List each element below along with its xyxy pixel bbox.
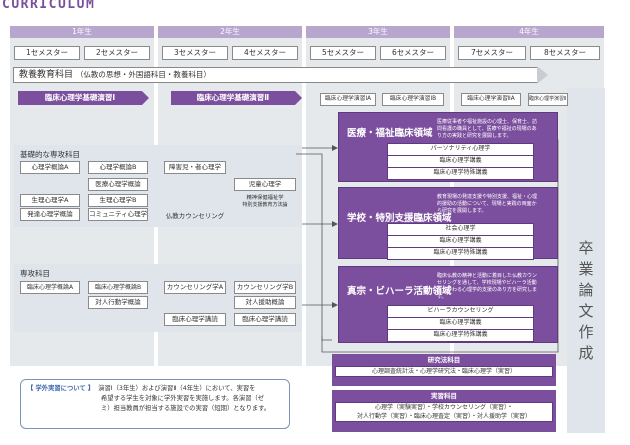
semester-3: 3セメスター (162, 46, 228, 60)
domain-2-course-3: 臨床心理学特殊講義 (387, 247, 534, 260)
year-header-1: 1年生 (10, 26, 154, 38)
course-child-psych: 児童心理学 (234, 178, 296, 191)
semester-4: 4セメスター (232, 46, 298, 60)
domain-3-course-3: 臨床心理学特殊講義 (387, 329, 534, 342)
course-physio-psych-a: 生理心理学A (20, 194, 80, 207)
seminar-1a: 臨床心理学演習ⅠA (320, 93, 376, 106)
note-label: 【 学外実習について 】 (27, 385, 95, 392)
domain-1-course-3: 臨床心理学特殊講義 (387, 167, 534, 180)
training-courses-line-1: 心理学（実験実習）・学校カウンセリング（実習）・ (374, 404, 513, 411)
training-courses: 心理学（実験実習）・学校カウンセリング（実習）・ 対人行動学（実習）・臨床心理査… (335, 402, 553, 422)
course-interpersonal-support: 対人援助概論 (234, 296, 296, 309)
course-dev-psych: 発達心理学概論 (20, 208, 80, 221)
external-practicum-note: 【 学外実習について 】 演習Ⅰ（3年生）および演習Ⅱ（4年生）において、実習を… (20, 379, 290, 429)
practicum-basic-2: 臨床心理学基礎演習Ⅱ (171, 91, 295, 105)
year-header-3: 3年生 (306, 26, 450, 38)
seminar-1b: 臨床心理学演習ⅠB (382, 93, 444, 106)
course-interpersonal-behavior: 対人行動学概論 (88, 296, 148, 309)
practicum-2-arrow-icon (295, 91, 302, 105)
semester-7: 7セメスター (458, 46, 526, 60)
domain-1-description: 医療従事者や福祉施設の心理士、保育士、訪問看護の職員として、医療や福祉の現場のあ… (437, 119, 538, 139)
practicum-basic-1: 臨床心理学基礎演習Ⅰ (18, 91, 142, 105)
course-clinical-reading-3: 臨床心理学講読 (164, 313, 226, 326)
course-physio-psych-b: 生理心理学B (88, 194, 148, 207)
course-clinical-reading-4: 臨床心理学講読 (234, 313, 296, 326)
domain-vihara: 真宗・ビハーラ活動領域 臨床仏教の精神と活動に着目した仏教カウンセリングを通して… (338, 266, 558, 343)
training-panel: 実習科目 心理学（実験実習）・学校カウンセリング（実習）・ 対人行動学（実習）・… (332, 390, 556, 432)
course-buddhist-counseling: 仏教カウンセリング (165, 212, 225, 220)
year-header-2: 2年生 (158, 26, 302, 38)
domain-2-title: 学校・特別支援臨床領域 (347, 213, 452, 224)
semester-5: 5セメスター (310, 46, 376, 60)
training-courses-line-2: 対人行動学（実習）・臨床心理査定（実習）・対人援助学（実習） (356, 413, 531, 420)
course-counseling-b: カウンセリング学B (234, 281, 296, 294)
domain-medical-welfare: 医療・福祉臨床領域 医療従事者や福祉施設の心理士、保育士、訪問看護の職員として、… (338, 112, 558, 182)
semester-6: 6セメスター (380, 46, 446, 60)
course-disability-psych: 障害児・者心理学 (164, 161, 226, 174)
thesis-label: 卒業論文作成 (578, 239, 594, 362)
course-community-psych: コミュニティ心理学 (88, 208, 148, 221)
course-psych-intro-a: 心理学概論A (20, 161, 80, 174)
domain-3-description: 臨床仏教の精神と活動に着目した仏教カウンセリングを通して、学校現場やビハーラ活動… (437, 273, 538, 300)
course-psych-intro-b: 心理学概論B (88, 161, 148, 174)
domain-1-title: 医療・福祉臨床領域 (347, 128, 433, 139)
note-line-1: 演習Ⅰ（3年生）および演習Ⅱ（4年生）において、実習を (98, 385, 256, 392)
liberal-arts-subtitle: （仏教の思想・外国語科目・教養科目） (75, 70, 211, 79)
graduation-thesis: 卒業論文作成 (567, 88, 605, 433)
practicum-1-arrow-icon (142, 91, 149, 105)
course-medical-psych: 医療心理学概論 (88, 178, 148, 191)
course-counseling-a: カウンセリング学A (164, 281, 226, 294)
major-label: 専攻科目 (20, 269, 50, 278)
course-clinical-intro-a: 臨床心理学概論A (20, 281, 80, 294)
research-methods-panel: 研究法科目 心理調査統計法・心理学研究法・臨床心理学（実習） (332, 354, 556, 386)
domain-3-title: 真宗・ビハーラ活動領域 (347, 286, 452, 297)
note-line-3: ミ）担当教員が担当する施設での実習（短期）となります。 (101, 405, 271, 412)
basic-major-label: 基礎的な専攻科目 (20, 150, 80, 159)
seminar-2a: 臨床心理学演習ⅡA (461, 93, 521, 106)
semester-2: 2セメスター (84, 46, 150, 60)
course-clinical-intro-b: 臨床心理学概論B (88, 281, 148, 294)
page-title: CURRICULUM (2, 0, 96, 12)
note-line-2: 希望する学生を対象に学外実習を実施します。各演習（ゼ (101, 395, 265, 402)
research-methods-title: 研究法科目 (427, 356, 461, 364)
domain-2-description: 教育現場の発達支援や特別支援、福祉・心理的援助の活動について、現場と実践の両面か… (437, 194, 538, 214)
year-header-4: 4年生 (454, 26, 604, 38)
liberal-arts-arrow-icon (537, 66, 548, 84)
domain-school-support: 学校・特別支援臨床領域 教育現場の発達支援や特別支援、福祉・心理的援助の活動につ… (338, 187, 558, 260)
semester-1: 1セメスター (14, 46, 80, 60)
seminar-2b: 臨床心理学演習ⅡB (528, 93, 568, 106)
course-special-support-methods: 特別支援教育方法論 (242, 202, 288, 208)
research-methods-courses: 心理調査統計法・心理学研究法・臨床心理学（実習） (335, 366, 553, 377)
training-title: 実習科目 (431, 392, 457, 400)
liberal-arts-title: 教養教育科目 (19, 70, 74, 80)
course-mental-health-welfare: 精神保健福祉学 (246, 195, 284, 201)
semester-8: 8セメスター (530, 46, 600, 60)
